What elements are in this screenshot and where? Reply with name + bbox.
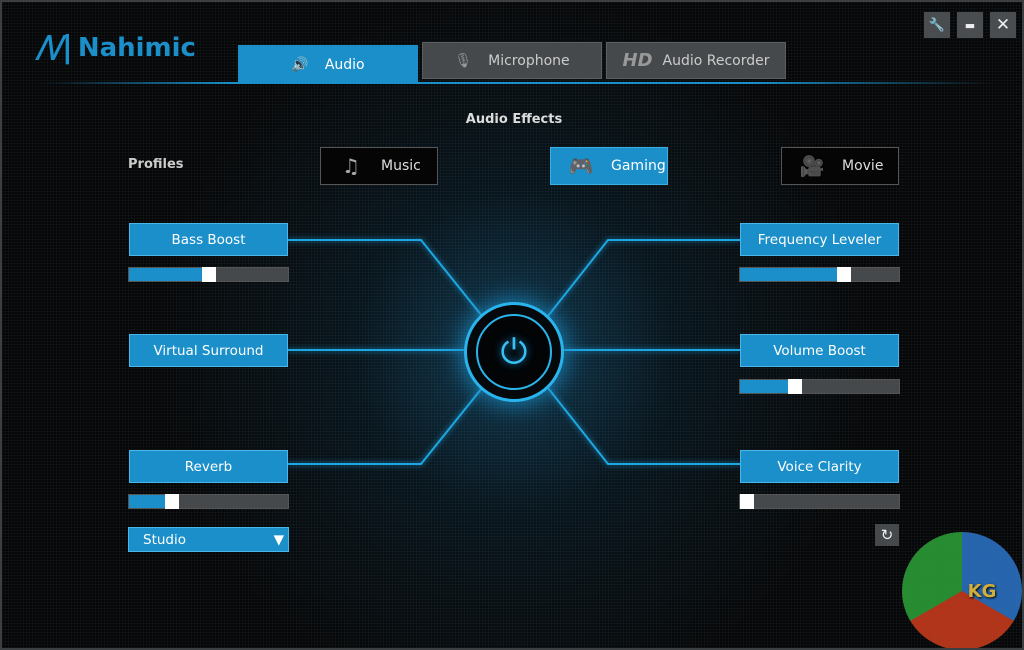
microphone-icon: 🎙 (454, 52, 473, 69)
wrench-icon: 🔧 (928, 17, 946, 33)
effect-label: Bass Boost (171, 231, 246, 248)
section-title: Audio Effects (465, 112, 563, 127)
settings-button[interactable]: 🔧 (924, 12, 950, 38)
profile-movie-button[interactable]: 🎥 Movie (781, 147, 899, 185)
dropdown-value: Studio (143, 531, 186, 548)
profile-label: Music (381, 158, 421, 174)
power-icon: ⏻ (500, 332, 528, 372)
tab-underline (42, 82, 992, 84)
power-button[interactable]: ⏻ (464, 302, 564, 402)
close-button[interactable]: ✕ (990, 12, 1016, 38)
gamepad-icon: 🎮 (568, 154, 594, 178)
movie-camera-icon: 🎥 (799, 154, 825, 178)
reverb-slider[interactable] (128, 494, 289, 509)
refresh-icon: ↻ (880, 526, 894, 544)
slider-handle[interactable] (202, 267, 216, 282)
reverb-preset-dropdown[interactable]: Studio ▼ (128, 527, 289, 552)
tab-label: Microphone (488, 52, 570, 69)
slider-fill (740, 268, 837, 281)
power-ring: ⏻ (476, 314, 552, 390)
effect-label: Virtual Surround (153, 342, 264, 359)
tab-microphone[interactable]: 🎙 Microphone (422, 42, 602, 79)
volume-boost-button[interactable]: Volume Boost (740, 334, 899, 367)
tab-label: Audio Recorder (662, 52, 770, 69)
profile-gaming-button[interactable]: 🎮 Gaming (550, 147, 668, 185)
watermark-text: KG (967, 580, 997, 602)
bass-boost-button[interactable]: Bass Boost (129, 223, 288, 256)
profile-label: Gaming (611, 158, 666, 174)
slider-handle[interactable] (165, 494, 179, 509)
profile-music-button[interactable]: ♫ Music (320, 147, 438, 185)
effect-label: Frequency Leveler (757, 231, 882, 248)
music-icon: ♫ (342, 154, 360, 178)
voice-clarity-slider[interactable] (739, 494, 900, 509)
tab-audio[interactable]: 🔊 Audio (238, 45, 418, 84)
speaker-icon: 🔊 (291, 56, 309, 73)
volume-boost-slider[interactable] (739, 379, 900, 394)
bass-boost-slider[interactable] (128, 267, 289, 282)
logo-text: Nahimic (77, 32, 196, 63)
slider-fill (129, 268, 202, 281)
frequency-leveler-button[interactable]: Frequency Leveler (740, 223, 899, 256)
profile-label: Movie (842, 158, 884, 174)
close-icon: ✕ (995, 15, 1011, 35)
minimize-icon: ▬ (964, 18, 976, 32)
minimize-button[interactable]: ▬ (957, 12, 983, 38)
tab-audio-recorder[interactable]: HD Audio Recorder (606, 42, 786, 79)
virtual-surround-button[interactable]: Virtual Surround (129, 334, 288, 367)
effect-label: Volume Boost (773, 342, 866, 359)
slider-handle[interactable] (788, 379, 802, 394)
effect-label: Reverb (184, 458, 233, 475)
slider-handle[interactable] (740, 494, 754, 509)
frequency-leveler-slider[interactable] (739, 267, 900, 282)
slider-fill (740, 380, 788, 393)
dropdown-arrow-icon: ▼ (273, 531, 284, 548)
slider-handle[interactable] (837, 267, 851, 282)
hd-icon: HD (622, 50, 653, 71)
reverb-button[interactable]: Reverb (129, 450, 288, 483)
voice-clarity-button[interactable]: Voice Clarity (740, 450, 899, 483)
profiles-label: Profiles (128, 157, 184, 172)
tab-label: Audio (324, 56, 365, 73)
reset-button[interactable]: ↻ (875, 524, 899, 546)
slider-fill (129, 495, 165, 508)
nahimic-logo: /\/|Nahimic (38, 30, 196, 65)
logo-mark-icon: /\/| (38, 30, 73, 65)
effect-label: Voice Clarity (777, 458, 862, 475)
kg-watermark-logo: KG (902, 532, 1022, 648)
